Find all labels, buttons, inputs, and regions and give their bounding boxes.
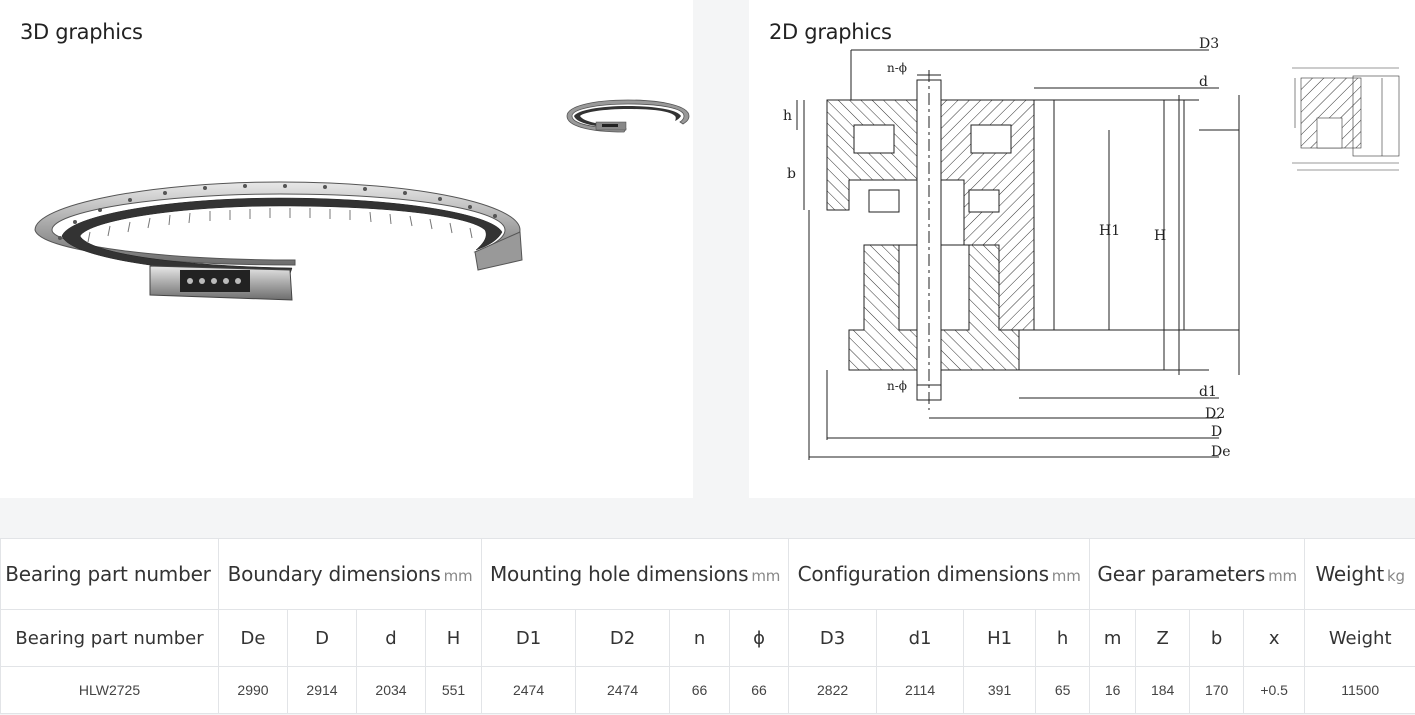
label-h: h (783, 108, 792, 124)
title-3d-graphics: 3D graphics (20, 20, 143, 44)
bearing-2d-thumbnail[interactable] (1287, 58, 1407, 180)
bearing-2d-drawing: D3 d n-ϕ h b H1 H n-ϕ d1 D2 D De (783, 36, 1240, 460)
label-D: D (1211, 424, 1222, 440)
bearing-3d-render (34, 181, 523, 301)
table-cell: 2990 (218, 666, 288, 714)
label-H: H (1154, 228, 1166, 244)
table-cell: 66 (669, 666, 731, 714)
column-header: D2 (575, 609, 671, 667)
table-cell: HLW2725 (0, 666, 219, 714)
column-header: m (1089, 609, 1137, 667)
label-b: b (787, 166, 796, 182)
table-cell: 2914 (287, 666, 357, 714)
label-De: De (1211, 444, 1231, 460)
table-cell: 2474 (575, 666, 671, 714)
table-cell: +0.5 (1243, 666, 1306, 714)
label-n-phi-bottom: n-ϕ (887, 379, 907, 393)
label-H1: H1 (1099, 223, 1120, 239)
group-header-part-number: Bearing part number (0, 538, 219, 610)
column-header: ϕ (729, 609, 790, 667)
table-cell: 2114 (876, 666, 965, 714)
table-cell: 184 (1135, 666, 1191, 714)
column-header: h (1035, 609, 1091, 667)
label-D3: D3 (1199, 36, 1219, 52)
table-cell: 65 (1035, 666, 1091, 714)
bearing-3d-thumbnail[interactable] (564, 98, 692, 138)
column-header: n (669, 609, 731, 667)
column-header: D1 (481, 609, 577, 667)
label-n-phi-top: n-ϕ (887, 61, 907, 75)
label-d: d (1199, 74, 1208, 90)
table-cell: 2474 (481, 666, 577, 714)
table-cell: 16 (1089, 666, 1137, 714)
column-header: Z (1135, 609, 1191, 667)
column-header: D (287, 609, 357, 667)
panel-2d-graphics: 2D graphics (749, 0, 1415, 498)
table-cell: 391 (963, 666, 1037, 714)
column-header: D3 (788, 609, 878, 667)
column-header: Weight (1304, 609, 1415, 667)
column-header: De (218, 609, 288, 667)
table-column-header-row: Bearing part number De D d H D1 D2 n ϕ D… (0, 609, 1415, 667)
column-header: d1 (876, 609, 965, 667)
table-cell: 2822 (788, 666, 878, 714)
table-cell: 551 (424, 666, 483, 714)
label-d1: d1 (1199, 384, 1217, 400)
column-header: x (1243, 609, 1306, 667)
table-row: HLW2725 2990 2914 2034 551 2474 2474 66 … (0, 666, 1415, 714)
column-header: H1 (963, 609, 1037, 667)
panel-3d-graphics: 3D graphics (0, 0, 693, 498)
table-cell: 11500 (1304, 666, 1415, 714)
column-header: H (424, 609, 483, 667)
table-cell: 170 (1189, 666, 1245, 714)
label-D2: D2 (1205, 406, 1225, 422)
table-cell: 66 (729, 666, 790, 714)
column-header: b (1189, 609, 1245, 667)
title-2d-graphics: 2D graphics (769, 20, 892, 44)
table-cell: 2034 (356, 666, 426, 714)
column-header: Bearing part number (0, 609, 219, 667)
column-header: d (356, 609, 426, 667)
